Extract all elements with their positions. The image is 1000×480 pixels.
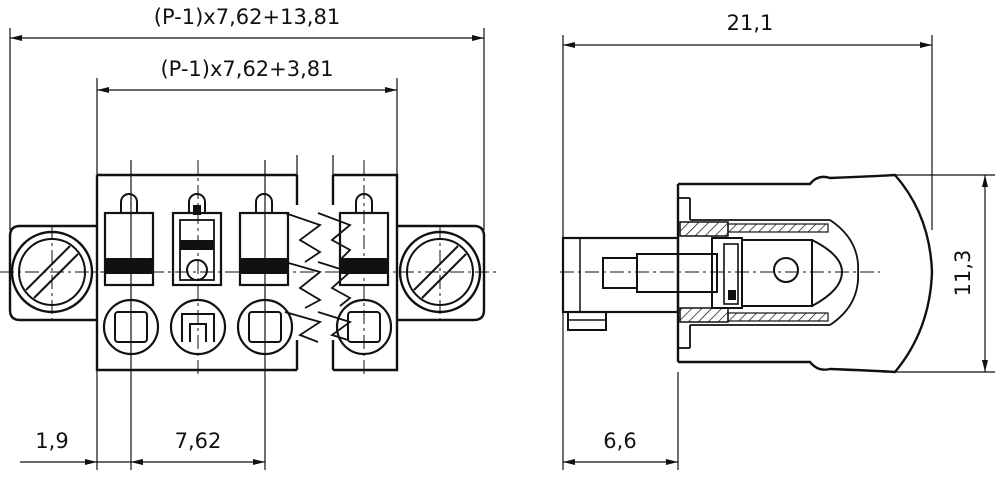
dim-side-depth: 6,6 [603,429,636,453]
arrowhead-icon [85,459,97,465]
plug-pin [561,236,718,331]
front-view: (P-1)x7,62+13,81 (P-1)x7,62+3,81 1,9 7,6… [0,5,500,470]
right-flange [397,224,486,322]
left-flange [8,224,97,322]
dim-inner-width: (P-1)x7,62+3,81 [160,57,333,81]
wire-entry-1 [103,193,155,287]
dim-pitch: 7,62 [175,429,222,453]
hatched-strip-bottom [727,312,829,322]
side-inner-lines [678,197,859,349]
side-housing [678,173,934,374]
side-view: 21,1 11,3 6,6 [560,11,995,470]
body-right-part [333,173,399,372]
dim-side-length: 21,1 [727,11,774,35]
wire-clamp-icon [711,237,844,309]
front-extension-lines [9,28,485,470]
dim-left-offset: 1,9 [35,429,68,453]
hatched-section-top [679,221,729,237]
wire-entry-3 [238,193,290,287]
hatched-strip-top [727,223,829,233]
dim-side-height: 11,3 [951,250,975,297]
hatched-section-bottom [679,307,729,323]
wire-entry-2 [171,193,223,287]
front-center-lines [0,160,500,375]
body-left-part [95,173,297,372]
dim-overall-width: (P-1)x7,62+13,81 [154,5,340,29]
